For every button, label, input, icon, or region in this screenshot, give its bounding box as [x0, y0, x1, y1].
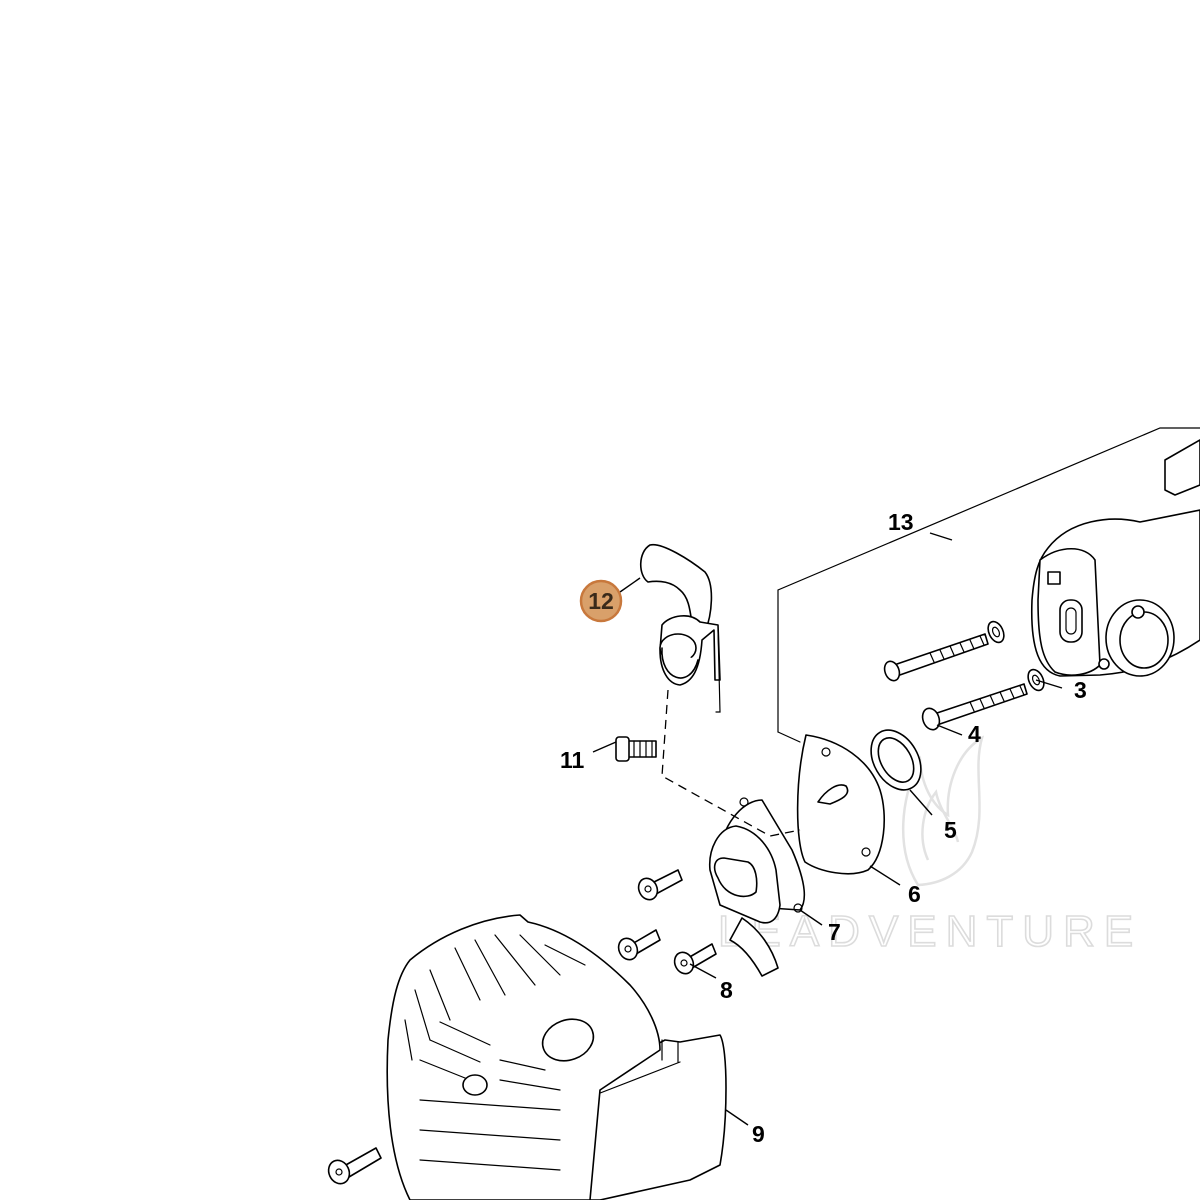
- part-4-screw[interactable]: [882, 633, 1028, 732]
- callout-12-highlight[interactable]: 12: [579, 579, 623, 623]
- part-13-muffler[interactable]: [777, 427, 1200, 743]
- callouts: 13 3 4 5 6 7 8 9 11 12: [560, 509, 1087, 1147]
- shroud-screw[interactable]: [325, 1147, 382, 1187]
- part-11-bolt[interactable]: [615, 736, 657, 762]
- leader-lines: [592, 532, 1063, 1126]
- callout-6[interactable]: 6: [908, 881, 921, 907]
- part-12-hose[interactable]: [639, 543, 721, 713]
- watermark: LEADVENTURE: [717, 735, 1142, 957]
- callout-9[interactable]: 9: [752, 1121, 765, 1147]
- callout-4[interactable]: 4: [968, 721, 981, 747]
- part-9-shroud[interactable]: [386, 914, 727, 1200]
- highlight-badge: [579, 579, 623, 623]
- callout-3[interactable]: 3: [1074, 677, 1087, 703]
- callout-13[interactable]: 13: [888, 509, 914, 535]
- watermark-text: LEADVENTURE: [718, 907, 1142, 956]
- part-7-manifold[interactable]: [709, 797, 806, 977]
- callout-12[interactable]: 12: [588, 588, 614, 614]
- part-6-gasket[interactable]: [796, 734, 885, 875]
- part-8-screw[interactable]: [615, 869, 717, 977]
- callout-11[interactable]: 11: [560, 747, 585, 773]
- part-3-washer[interactable]: [985, 619, 1047, 693]
- callout-7[interactable]: 7: [828, 919, 841, 945]
- callout-5[interactable]: 5: [944, 817, 957, 843]
- part-5-gasket-ring[interactable]: [861, 721, 931, 798]
- assembly-line: [661, 689, 801, 837]
- callout-8[interactable]: 8: [720, 977, 733, 1003]
